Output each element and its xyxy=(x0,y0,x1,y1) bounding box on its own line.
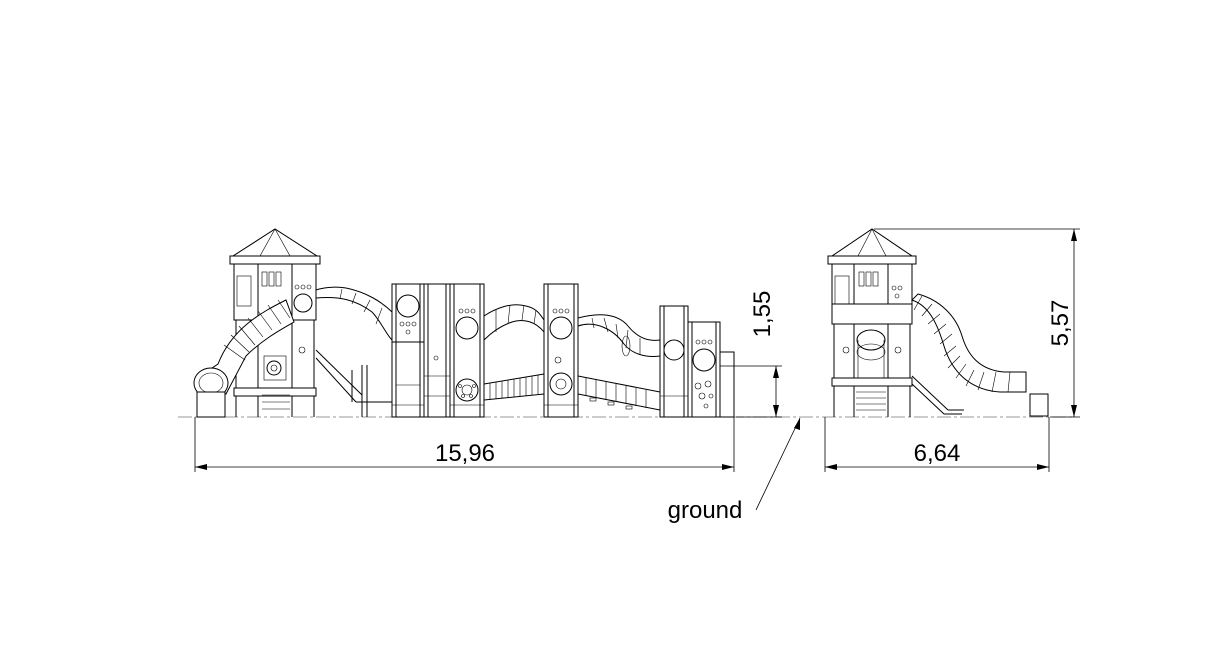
dimension-total-height-label: 5,57 xyxy=(1047,300,1074,347)
panel-tower-2 xyxy=(423,283,451,418)
side-ramp xyxy=(315,349,392,417)
dimension-platform-height: 1,55 xyxy=(720,291,782,418)
rope-bridge-1 xyxy=(483,373,545,401)
dimension-width: 6,64 xyxy=(824,417,1050,472)
side-elevation xyxy=(827,228,1049,417)
dimension-width-label: 6,64 xyxy=(914,440,961,467)
crawl-tube-3 xyxy=(577,314,661,357)
ground-label: ground xyxy=(668,497,743,524)
end-post xyxy=(719,351,735,418)
tower-left xyxy=(233,263,317,417)
tube-slide-left xyxy=(193,299,295,418)
panel-tower-4 xyxy=(543,283,579,418)
panel-tower-6 xyxy=(687,321,721,418)
dimension-length-label: 15,96 xyxy=(435,440,495,467)
rope-bridge-2 xyxy=(577,375,661,411)
tower-right xyxy=(831,263,913,417)
panel-tower-3 xyxy=(449,283,485,418)
small-slide xyxy=(911,375,964,415)
ground-leader: ground xyxy=(668,417,801,524)
panel-tower-5 xyxy=(659,305,689,418)
tower-roof-right xyxy=(827,228,917,265)
crawl-tube-1 xyxy=(315,286,393,342)
dimension-platform-height-label: 1,55 xyxy=(749,291,776,338)
tower-roof-left xyxy=(229,228,321,265)
dimension-length: 15,96 xyxy=(194,417,735,472)
front-elevation xyxy=(193,228,735,418)
tube-slide-right xyxy=(911,293,1049,417)
crawl-tube-2 xyxy=(483,304,545,342)
panel-tower-1 xyxy=(391,283,425,418)
dimension-total-height: 5,57 xyxy=(874,228,1080,418)
